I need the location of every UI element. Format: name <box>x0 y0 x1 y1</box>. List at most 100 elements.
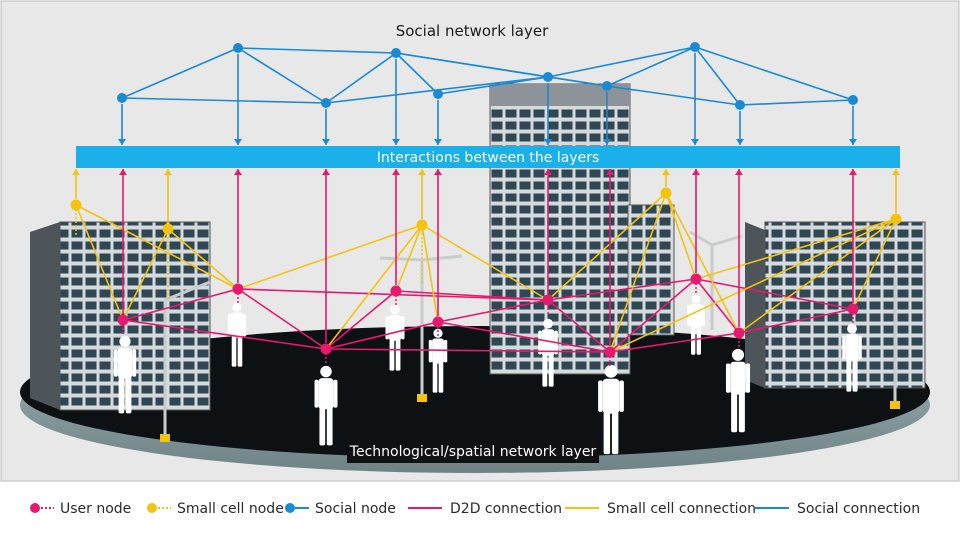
social-connection <box>694 46 854 101</box>
user-arrow-head <box>692 169 700 175</box>
legend-label: Small cell connection <box>607 501 756 517</box>
social-node <box>321 98 331 108</box>
d2d-connection <box>437 321 611 353</box>
social-arrow-head <box>392 139 400 145</box>
social-arrow-head <box>434 139 442 145</box>
legend-item: User node <box>30 501 131 517</box>
small-cell-connection <box>665 192 740 334</box>
social-node <box>233 43 243 53</box>
small-cell-connection <box>75 204 239 290</box>
social-connection <box>694 46 741 106</box>
legend-label: Social node <box>315 501 396 517</box>
people-silhouettes <box>113 294 862 455</box>
social-node <box>117 93 127 103</box>
social-arrow-head <box>603 139 611 145</box>
social-node <box>735 100 745 110</box>
small-cell-connection <box>395 224 423 292</box>
person-silhouette <box>428 328 448 393</box>
small-cell-connection <box>852 218 897 310</box>
d2d-connection <box>695 278 740 334</box>
social-connection <box>325 52 397 104</box>
small-cell-connection <box>665 192 697 280</box>
person-silhouette <box>687 294 705 355</box>
social-connection <box>395 52 439 95</box>
social-node <box>848 95 858 105</box>
person-silhouette <box>842 323 862 392</box>
social-arrow-head <box>736 139 744 145</box>
small-cell-node <box>660 187 672 199</box>
small-cell-node <box>162 223 174 235</box>
social-node <box>543 72 553 82</box>
user-arrow-head <box>434 169 442 175</box>
legend-item: Social connection <box>755 501 920 517</box>
social-connection <box>606 46 696 87</box>
building-center <box>489 83 675 375</box>
interactions-label: Interactions between the layers <box>377 150 600 166</box>
small-cell-arrow-head <box>662 169 670 175</box>
legend-item: Social node <box>285 501 396 517</box>
social-arrow-head <box>234 139 242 145</box>
small-cell-arrow-head <box>72 169 80 175</box>
connections <box>72 46 900 353</box>
person-silhouette <box>538 318 558 387</box>
small-cell-connection <box>695 218 897 280</box>
legend-item: D2D connection <box>408 501 562 517</box>
user-node <box>117 314 129 326</box>
person-silhouette <box>113 335 137 414</box>
legend-item: Small cell connection <box>565 501 756 517</box>
small-cell-connection <box>609 192 667 353</box>
small-cell-connection <box>167 228 239 290</box>
d2d-connection <box>609 278 697 353</box>
d2d-connection <box>547 278 697 301</box>
interactions-band <box>76 146 900 168</box>
user-node <box>232 283 244 295</box>
user-arrow-head <box>849 169 857 175</box>
social-node <box>391 48 401 58</box>
legend-label: Small cell node <box>177 501 284 517</box>
small-cell-arrow-head <box>892 169 900 175</box>
social-connection <box>547 46 696 78</box>
legend: User node Small cell node Social node D2D c… <box>30 501 920 517</box>
d2d-connection <box>122 319 327 350</box>
small-cell-connection <box>421 224 439 323</box>
user-node <box>604 346 616 358</box>
legend-swatch <box>30 503 40 513</box>
user-node <box>733 327 745 339</box>
small-cell-connection <box>738 218 897 334</box>
user-arrow-head <box>606 169 614 175</box>
small-cell-connection <box>122 228 169 321</box>
nodes <box>70 42 902 358</box>
small-cell-node <box>70 199 82 211</box>
d2d-connection <box>325 290 397 350</box>
d2d-connection <box>609 332 740 353</box>
social-connection <box>121 47 239 99</box>
person-silhouette <box>598 364 624 455</box>
user-arrow-head <box>234 169 242 175</box>
user-arrow-head <box>735 169 743 175</box>
d2d-connection <box>437 299 549 323</box>
social-connection <box>606 85 741 106</box>
small-cell-connection <box>75 204 124 321</box>
spatial-layer-label: Technological/spatial network layer <box>349 444 597 460</box>
social-arrow-head <box>322 139 330 145</box>
small-cell-connection <box>237 224 423 290</box>
small-cell-connection <box>421 224 549 301</box>
d2d-connection <box>122 288 239 321</box>
small-cell-node <box>890 213 902 225</box>
user-arrow-head <box>544 169 552 175</box>
d2d-connection <box>738 308 854 334</box>
social-arrow-head <box>544 139 552 145</box>
small-cell-node <box>416 219 428 231</box>
user-node <box>390 285 402 297</box>
legend-label: Social connection <box>797 501 920 517</box>
bottom-label-bg <box>347 439 599 463</box>
d2d-connection <box>325 348 611 353</box>
social-layer-title: Social network layer <box>396 22 549 40</box>
small-cell-connection <box>325 224 423 350</box>
platform <box>20 326 930 473</box>
user-arrow-head <box>322 169 330 175</box>
social-connection <box>121 97 327 104</box>
user-arrow-head <box>392 169 400 175</box>
